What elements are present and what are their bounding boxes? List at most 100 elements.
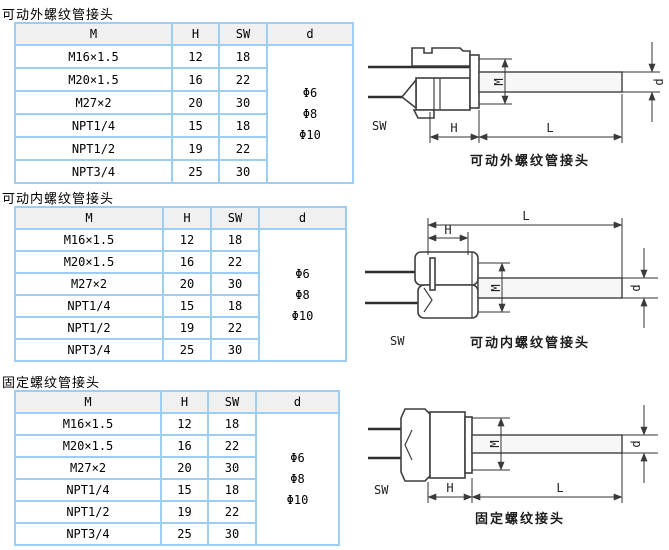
table-row: NPT3/4 25 30 — [14, 338, 346, 362]
cell-m: NPT3/4 — [14, 159, 173, 184]
cell-m: NPT1/4 — [14, 113, 173, 138]
cell-h: 16 — [160, 434, 209, 458]
col-header-d: d — [266, 22, 354, 46]
cell-sw: 30 — [207, 456, 257, 480]
cell-m: M16×1.5 — [14, 228, 164, 252]
table-row: NPT1/2 19 22 — [14, 136, 353, 161]
d-values-cell: Φ6 Φ8 Φ10 — [266, 44, 354, 184]
fitting-body — [368, 408, 623, 482]
cell-m: NPT1/4 — [14, 478, 162, 502]
dim-label-sw: SW — [374, 483, 389, 497]
cell-m: NPT1/4 — [14, 294, 164, 318]
cell-m: M20×1.5 — [14, 67, 173, 92]
dim-label-d: d — [629, 440, 643, 447]
col-header-sw: SW — [207, 390, 257, 414]
table-row: M16×1.5 12 18 Φ6 Φ8 Φ10 — [14, 228, 347, 362]
cell-sw: 30 — [207, 522, 257, 546]
cell-h: 16 — [162, 250, 212, 274]
cell-m: M20×1.5 — [14, 434, 162, 458]
table-row: M20×1.5 16 22 — [14, 250, 346, 274]
d-value: Φ6 — [295, 266, 310, 281]
dim-label-d: d — [629, 284, 643, 291]
dim-label-l: L — [546, 121, 553, 135]
col-header-sw: SW — [210, 206, 260, 230]
cell-sw: 30 — [210, 338, 260, 362]
table-row: NPT1/4 15 18 — [14, 294, 346, 318]
cell-h: 25 — [171, 159, 220, 184]
col-header-m: M — [14, 390, 162, 414]
cell-sw: 30 — [218, 90, 268, 115]
cell-sw: 18 — [210, 228, 260, 252]
cell-h: 16 — [171, 67, 220, 92]
cell-m: NPT3/4 — [14, 522, 162, 546]
cell-h: 15 — [162, 294, 212, 318]
cell-sw: 22 — [207, 500, 257, 524]
cell-sw: 18 — [218, 44, 268, 69]
fitting-body — [365, 251, 623, 319]
table-row: M27×2 20 30 — [14, 272, 346, 296]
cell-sw: 30 — [210, 272, 260, 296]
cell-sw: 22 — [218, 67, 268, 92]
dim-label-l: L — [522, 209, 529, 223]
cell-m: M16×1.5 — [14, 44, 173, 69]
table-row: M27×2 20 30 — [14, 90, 353, 115]
spec-table-internal: M H SW d M16×1.5 12 18 Φ6 Φ8 Φ10 M20×1.5… — [14, 206, 347, 362]
cell-h: 19 — [171, 136, 220, 161]
cell-sw: 18 — [210, 294, 260, 318]
fitting-body — [368, 47, 623, 119]
dim-label-sw: SW — [390, 334, 405, 348]
cell-h: 25 — [162, 338, 212, 362]
table-row: M20×1.5 16 22 — [14, 434, 339, 458]
cell-sw: 18 — [218, 113, 268, 138]
diagram-caption-internal: 可动内螺纹管接头 — [469, 336, 590, 351]
dim-label-m: M — [492, 78, 506, 85]
d-value: Φ8 — [290, 471, 305, 486]
d-values-cell: Φ6 Φ8 Φ10 — [255, 412, 340, 546]
dim-label-l: L — [556, 481, 563, 495]
cell-h: 20 — [160, 456, 209, 480]
d-value: Φ6 — [290, 450, 305, 465]
cell-h: 19 — [160, 500, 209, 524]
cell-m: M27×2 — [14, 90, 173, 115]
diagram-caption-external: 可动外螺纹管接头 — [469, 154, 590, 169]
cell-m: NPT1/2 — [14, 136, 173, 161]
section-title-internal: 可动内螺纹管接头 — [2, 192, 115, 207]
cell-m: NPT1/2 — [14, 316, 164, 340]
dim-label-h: H — [446, 481, 453, 495]
table-row: NPT1/2 19 22 — [14, 500, 339, 524]
diagram-internal-thread-fitting: L H SW M d — [365, 209, 658, 348]
d-value: Φ8 — [295, 287, 310, 302]
diagram-external-thread-fitting: SW H L M d — [368, 42, 666, 143]
table-row: NPT3/4 25 30 — [14, 522, 339, 546]
d-value: Φ6 — [302, 85, 318, 100]
table-row: M16×1.5 12 18 Φ6 Φ8 Φ10 — [14, 412, 340, 546]
table-row: NPT1/4 15 18 — [14, 478, 339, 502]
cell-sw: 30 — [218, 159, 268, 184]
cell-sw: 22 — [218, 136, 268, 161]
d-values-cell: Φ6 Φ8 Φ10 — [258, 228, 347, 362]
table-row: NPT3/4 25 30 — [14, 159, 353, 184]
dim-label-d: d — [652, 78, 666, 85]
cell-h: 25 — [160, 522, 209, 546]
cell-sw: 22 — [210, 316, 260, 340]
col-header-d: d — [258, 206, 347, 230]
cell-h: 19 — [162, 316, 212, 340]
dimension-lines — [427, 218, 658, 328]
cell-h: 15 — [160, 478, 209, 502]
dim-label-m: M — [488, 440, 502, 447]
col-header-d: d — [255, 390, 340, 414]
dimension-lines — [427, 405, 658, 503]
col-header-sw: SW — [218, 22, 268, 46]
col-header-h: H — [171, 22, 220, 46]
cell-m: M16×1.5 — [14, 412, 162, 436]
cell-h: 15 — [171, 113, 220, 138]
cell-sw: 22 — [210, 250, 260, 274]
cell-h: 20 — [171, 90, 220, 115]
section-title-external: 可动外螺纹管接头 — [2, 8, 115, 23]
cell-h: 12 — [160, 412, 209, 436]
d-value: Φ8 — [302, 106, 318, 121]
cell-m: M27×2 — [14, 456, 162, 480]
section-title-fixed: 固定螺纹管接头 — [2, 376, 101, 391]
spec-table-external: M H SW d M16×1.5 12 18 Φ6 Φ8 Φ10 M20×1.5… — [14, 22, 354, 184]
d-value: Φ10 — [291, 308, 314, 323]
